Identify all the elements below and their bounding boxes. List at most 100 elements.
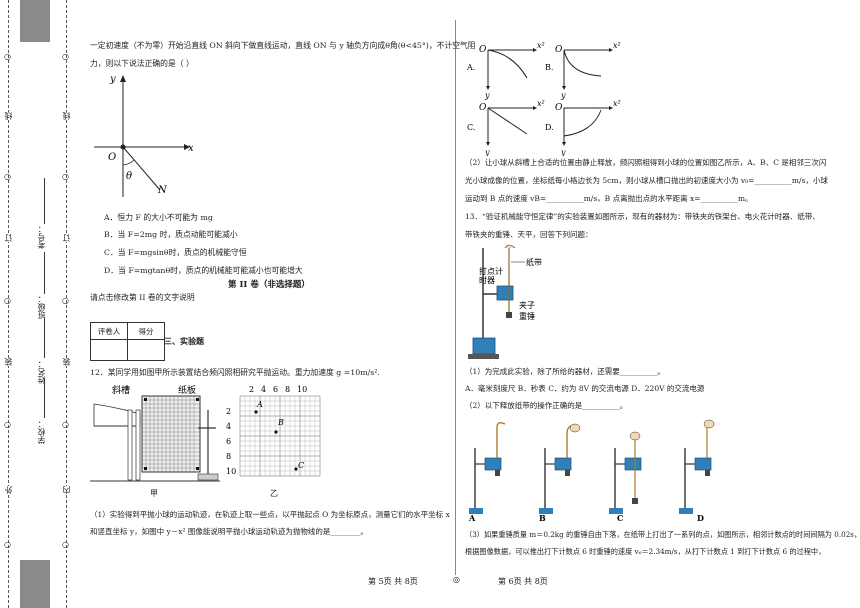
q12-part2-line2: 光小球成像的位置，坐标纸每小格边长为 5cm，则小球从槽口抛出的初速度大小为 v… (465, 176, 828, 185)
q12-part2-line1: （2）让小球从斜槽上合适的位置由静止释放，频闪照相得到小球的位置如图乙所示，A、… (465, 158, 827, 167)
outer-label-ding: 订 (3, 234, 14, 242)
graph-a-ylabel: y (484, 91, 490, 100)
yi-grid-lines (239, 395, 321, 477)
caption-jia: 甲 (150, 489, 158, 498)
grid-tick-y: 2 (226, 407, 231, 416)
caption-yi: 乙 (270, 489, 278, 498)
outer-label-wai: 外 (3, 486, 14, 494)
circle-marker: ○ (62, 296, 69, 305)
fig-label-y: y (109, 74, 116, 85)
inner-label-zhuang: 装 (61, 358, 72, 366)
circle-marker: ○ (4, 296, 11, 305)
score-box: 评卷人得分 (90, 322, 165, 361)
fig-label-theta: θ (126, 171, 132, 182)
setup-c: C (609, 431, 642, 522)
q12-text: 12．某同学用如图甲所示装置结合频闪照相研究平抛运动。重力加速度 g =10m/… (90, 368, 380, 377)
graph-d-ylabel: y (560, 148, 566, 156)
section-title: 第 II 卷（非选择题） (228, 280, 310, 290)
circle-marker: ○ (62, 420, 69, 429)
field-exam-number-label: 考号： (37, 225, 46, 249)
graph-a-curve (487, 49, 528, 79)
field-name-input[interactable] (44, 318, 45, 358)
q11-option-b: B．当 F=2mg 时，质点动能可能减小 (104, 230, 238, 239)
circle-marker: ○ (62, 172, 69, 181)
q11-text-line2: 力，则以下说法正确的是（ ） (90, 59, 194, 68)
field-class-label: 班级： (37, 295, 46, 319)
inner-label-line: 线 (61, 112, 72, 120)
circle-marker: ○ (4, 52, 11, 61)
q12-part2-line3: 运动到 B 点的速度 vB=__________m/s，B 点离抛出点的水平距离… (465, 194, 753, 203)
setup-label-a: A (468, 513, 476, 522)
grid-tick-y: 6 (226, 437, 231, 446)
score-cell-grader[interactable] (90, 339, 128, 361)
circle-marker: ○ (4, 420, 11, 429)
graph-c-xlabel: x² (537, 99, 545, 108)
outer-label-line: 线 (3, 112, 14, 120)
score-header-grader: 评卷人 (90, 322, 128, 340)
grid-tick-y: 8 (226, 452, 231, 461)
field-class-input[interactable] (44, 252, 45, 294)
q13-part3-line2: 根据图像数据，可以推出打下计数点 6 时重锤的速度 v₆＝2.34m/s，从打下… (465, 547, 826, 556)
point-C (294, 467, 298, 471)
graph-b-xlabel: x² (613, 41, 621, 50)
section-note: 请点击修改第 II 卷的文字说明 (90, 293, 195, 302)
lbl-timer-line1: 打点计 (479, 266, 503, 276)
setup-label-d: D (697, 513, 704, 522)
point-A (254, 410, 258, 414)
lbl-tape: 纸带 (526, 257, 542, 267)
footer-separator: ◎ (453, 575, 460, 584)
q13-part3-line1: （3）如果重锤质量 m＝0.2kg 的重锤自由下落，在纸带上打出了一系列的点，如… (465, 530, 860, 539)
lbl-board: 纸板 (178, 384, 196, 396)
q13-part1: （1）为完成此实验，除了所给的器材，还需要__________。 (465, 367, 665, 376)
q11-option-d: D．当 F=mgtanθ时，质点的机械能可能减小也可能增大 (104, 266, 303, 275)
q13-release-options: A B C (468, 419, 715, 522)
graph-d-origin: O (555, 103, 563, 113)
graph-b-ylabel: y (560, 91, 566, 100)
lbl-chute: 斜槽 (112, 384, 130, 396)
q11-text-line1: 一定初速度（不为零）开始沿直线 ON 斜向下做直线运动，直线 ON 与 y 轴负… (90, 41, 476, 50)
grid-tick-y: 10 (226, 467, 236, 476)
lbl-timer-line2: 时器 (479, 275, 495, 285)
part3-heading: 三、实验题 (164, 336, 204, 346)
lbl-clip: 夹子 (519, 300, 535, 310)
graph-label-c: C. (467, 123, 475, 132)
q13-text-line2: 带铁夹的重锤、天平，回答下列问题： (465, 230, 593, 239)
q13-apparatus: 纸带 打点计 时器 夹子 重锤 (468, 244, 542, 359)
graph-label-a: A. (466, 63, 475, 72)
column-divider (455, 20, 456, 575)
outer-label-zhuang: 装 (3, 358, 14, 366)
q11-axis-figure: y x O θ N (94, 74, 194, 197)
grid-tick-x: 4 (261, 385, 266, 394)
graph-d-curve (563, 109, 602, 137)
fig-label-x: x (188, 143, 194, 154)
fig-label-O: O (108, 152, 116, 163)
circle-marker: ○ (4, 172, 11, 181)
setup-d: D (679, 419, 715, 522)
field-name-label: 姓名： (37, 360, 46, 384)
grid-tick-x: 10 (297, 385, 307, 394)
setup-label-c: C (617, 513, 623, 522)
lbl-weight: 重锤 (519, 311, 535, 321)
label-point-B: B (277, 418, 284, 427)
inner-label-nei: 内 (61, 486, 72, 494)
graph-b-origin: O (555, 45, 563, 55)
graph-label-d: D. (545, 123, 554, 132)
graph-a-origin: O (479, 45, 487, 55)
q11-option-c: C．当 F=mgsinθ时，质点的机械能守恒 (104, 248, 247, 257)
fig-label-N: N (157, 185, 168, 196)
grid-tick-x: 2 (249, 385, 254, 394)
circle-marker: ○ (62, 540, 69, 549)
field-exam-number-input[interactable] (44, 178, 45, 224)
circle-marker: ○ (4, 540, 11, 549)
binding-margin: 线 订 装 外 线 订 装 内 ○ ○ ○ ○ ○ ○ ○ ○ ○ ○ 考号： … (0, 0, 80, 608)
score-cell-score[interactable] (127, 339, 165, 361)
q13-part1-options: A．毫米刻度尺 B．秒表 C．约为 8V 的交流电源 D．220V 的交流电源 (465, 384, 705, 393)
field-school-input[interactable] (44, 378, 45, 418)
grid-tick-x: 8 (285, 385, 290, 394)
footer-left-page: 第 5页 共 8页 (368, 577, 418, 586)
graph-c-line (487, 107, 528, 135)
q13-text-line1: 13．“验证机械能守恒定律”的实验装置如图所示，现有的器材为：带铁夹的铁架台、电… (465, 212, 820, 221)
circle-marker: ○ (62, 52, 69, 61)
q11-option-a: A．恒力 F 的大小不可能为 mg (104, 213, 213, 222)
graph-b-curve (563, 49, 602, 77)
